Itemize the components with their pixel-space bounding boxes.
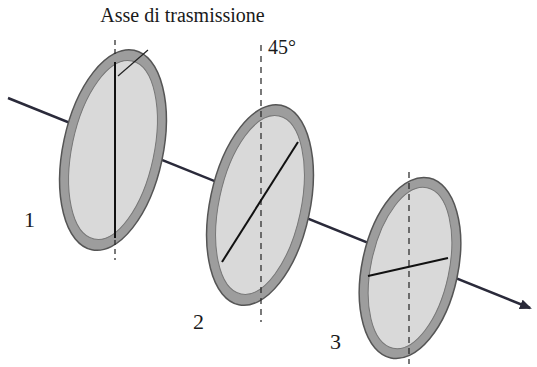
axis-label: Asse di trasmissione [95,4,270,26]
angle-label: 45° [268,36,296,58]
polarizer-disc [190,45,330,322]
polarizer-disc [43,40,183,260]
callout-number: 1 [24,208,35,232]
polarizer-disc [344,168,476,367]
callout-number: 3 [330,330,341,354]
leader-line [118,50,148,76]
callout-number: 2 [193,310,204,334]
